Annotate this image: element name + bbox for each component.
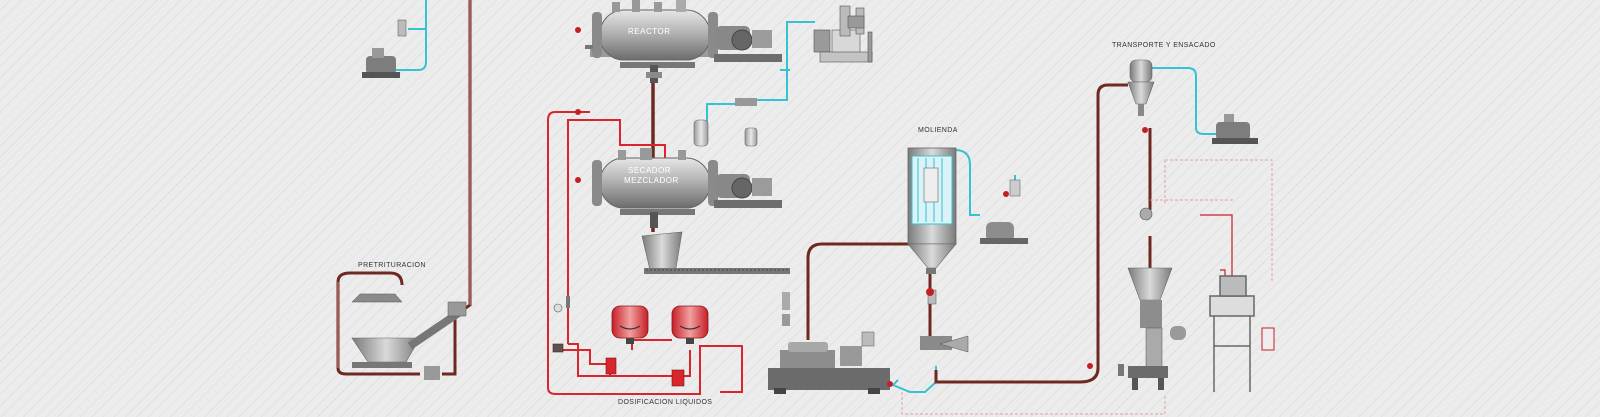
mill-cyclone <box>907 147 957 274</box>
vapor-filter <box>693 98 758 147</box>
vapor-lines <box>393 0 1218 393</box>
reactor-vapor-train <box>813 5 873 63</box>
instrument-markers <box>553 109 1124 387</box>
pre-crusher <box>351 293 467 380</box>
dryer-label-line1: SECADOR <box>628 166 672 175</box>
red-pointer-lines <box>1200 214 1233 285</box>
dryer-label-line2: MEZCLADOR <box>624 176 679 185</box>
dosing-pumps <box>552 343 685 387</box>
process-line-left-inner <box>337 0 471 368</box>
mill-skid <box>768 292 890 394</box>
vacuum-unit-left <box>362 19 407 78</box>
molienda-label: MOLIENDA <box>918 127 958 134</box>
transporte-label: TRANSPORTE Y ENSACADO <box>1112 42 1216 49</box>
dosing-tank-1 <box>611 305 649 344</box>
transport-blower <box>1212 114 1258 144</box>
transport-cyclone <box>1127 59 1155 133</box>
grinding-transport-lines <box>806 83 1152 384</box>
reactor <box>575 0 782 83</box>
bagging-frame <box>1209 275 1275 392</box>
mill-blower <box>980 179 1028 244</box>
bag-filler <box>1127 207 1186 390</box>
reactor-label: REACTOR <box>628 27 671 36</box>
dryer-mixer <box>575 148 782 228</box>
dosing-tank-2 <box>671 305 709 344</box>
dosificacion-label: DOSIFICACION LIQUIDOS <box>618 399 713 406</box>
dashed-boundaries <box>901 159 1273 415</box>
pretrituracion-label: PRETRITURACION <box>358 262 426 269</box>
discharge-hopper <box>641 231 790 274</box>
rotary-valve <box>920 288 969 353</box>
